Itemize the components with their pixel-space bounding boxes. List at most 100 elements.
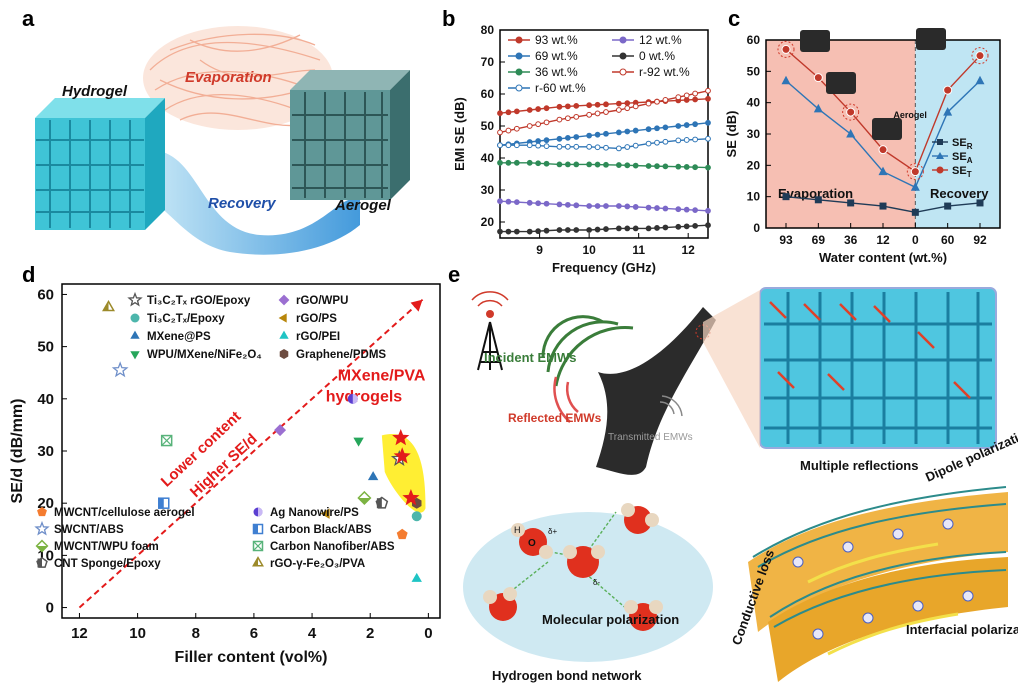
data-point [497,198,503,205]
data-point [683,137,690,143]
data-point [675,94,682,101]
legend-label: rGO/PEI [296,331,340,343]
data-point [347,393,358,404]
y-tick-label: 50 [481,119,495,133]
x-tick-label: 36 [844,233,858,247]
data-point [662,138,669,145]
data-point [543,137,550,144]
legend-label: Ag Nanowire/PS [270,507,359,519]
data-point [692,96,699,103]
data-point [846,107,856,117]
y-tick-label: 10 [747,190,761,204]
marker-shape [158,498,164,509]
legend-label: 36 wt.% [535,65,578,79]
marker-shape [402,488,420,506]
incident-waves [541,315,634,387]
data-point [910,167,920,177]
data-point [556,201,563,208]
data-point [654,125,660,132]
data-point [543,119,550,126]
marker-shape [258,507,263,517]
data-point [615,107,622,113]
data-point [505,159,512,166]
data-point [594,144,601,151]
data-point [603,161,609,168]
marker-shape [130,330,140,339]
data-point [615,162,622,168]
data-point [911,208,919,216]
data-point [632,127,639,134]
trend-arrow [78,298,424,609]
data-point [564,227,571,233]
data-point [624,128,631,135]
data-point [813,73,823,83]
data-point [662,97,669,103]
marker-shape [367,471,379,481]
legend-marker [515,68,523,76]
legend-label: 69 wt.% [535,49,578,63]
legend-marker [252,523,264,535]
water-molecule [563,545,605,578]
data-point [526,159,533,166]
data-point [645,140,652,147]
legend-marker [253,507,263,517]
data-point [158,497,170,509]
data-point [814,196,822,204]
data-point [879,202,887,210]
molecular-polarization-label: Molecular polarization [542,612,679,627]
data-point [846,129,856,138]
legend-label: MWCNT/cellulose aerogel [54,507,195,519]
data-point [675,163,682,170]
data-point [624,162,631,169]
data-point [160,434,173,447]
data-point [586,143,593,150]
data-point [683,223,690,230]
x-tick-label: 12 [682,243,696,257]
data-point [497,110,503,117]
x-tick-label: 8 [192,625,200,642]
data-point [692,90,699,97]
data-point [526,107,533,113]
reflected-waves [553,376,579,423]
legend-label: rGO/WPU [296,295,348,307]
data-point [645,126,652,133]
data-point [586,132,593,139]
y-axis-label: SE/d (dB/mm) [9,399,26,504]
data-point [505,198,512,205]
y-tick-label: 30 [481,183,495,197]
data-point [564,134,571,141]
data-point [573,134,580,140]
antenna-tower-icon [471,291,509,371]
data-point [692,136,699,143]
legend-label: Ti₃C₂Tₓ rGO/Epoxy [147,295,251,307]
data-point [594,203,601,209]
x-tick-label: 0 [912,233,919,247]
data-point [705,87,711,94]
data-point [624,225,631,232]
data-point [632,103,639,110]
data-point [535,121,542,128]
data-point [392,428,410,446]
panel-a-illustration: Hydrogel Evaporation Recovery Aerogel [35,26,410,255]
x-axis-label: Filler content (vol%) [175,649,328,666]
legend-marker [35,539,49,553]
x-tick-label: 4 [308,625,317,642]
y-tick-label: 70 [481,55,495,69]
data-point [564,201,571,208]
data-point [654,163,660,170]
recovery-background [915,40,1000,228]
data-point [594,131,601,138]
data-point [505,127,512,134]
marker-shape [111,361,129,378]
data-point [505,228,512,235]
transmitted-waves [659,395,683,417]
hydrogel-highlight [381,433,426,513]
legend-label: MXene@PS [147,331,211,343]
data-point [654,225,660,231]
data-point [975,51,985,61]
shielding-sheet [596,307,716,475]
legend-marker [619,36,627,44]
atom-label-h: H [514,525,521,535]
y-axis-label: SE (dB) [724,111,739,158]
